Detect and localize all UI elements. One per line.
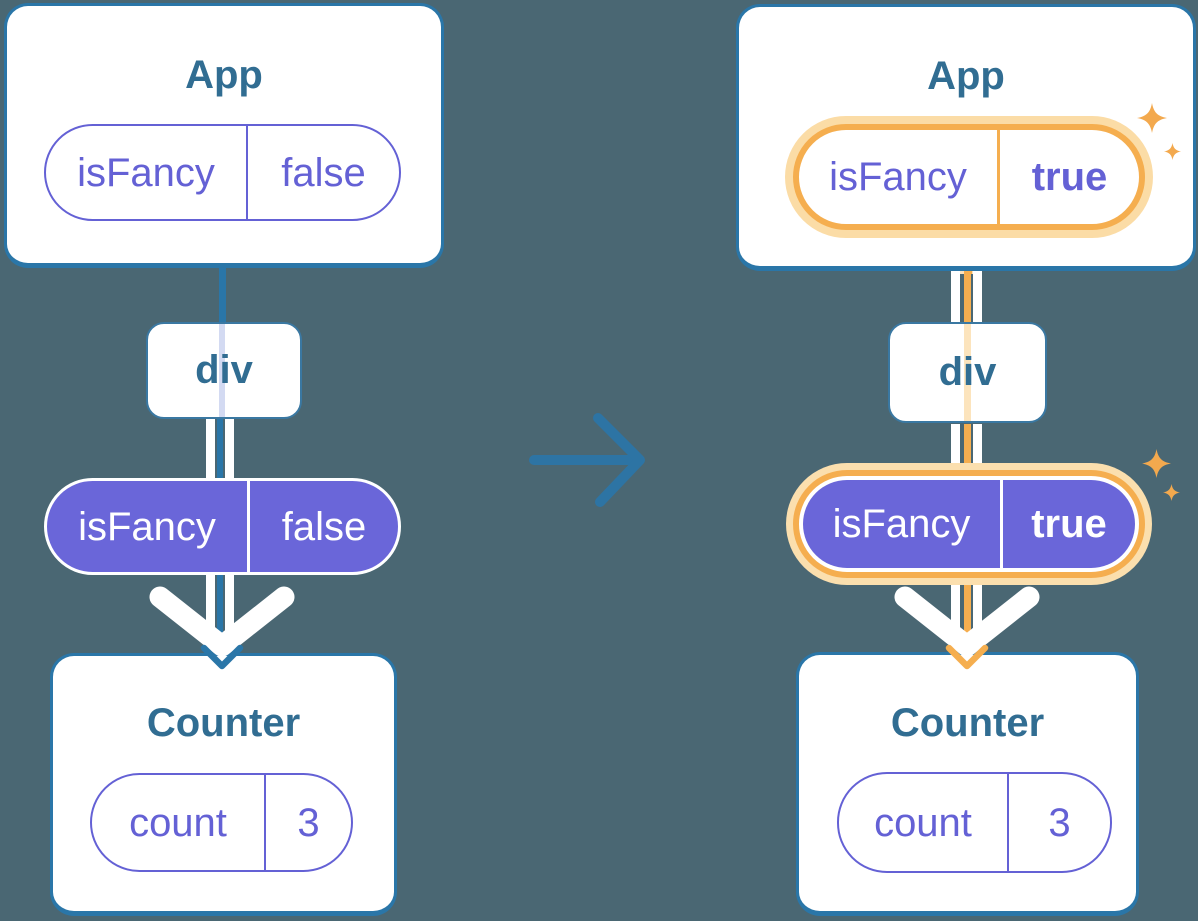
- app-prop-pill-after-highlighted: isFancy true: [793, 124, 1145, 230]
- app-prop-pill-before: isFancy false: [44, 124, 401, 221]
- state-value-label: 3: [297, 800, 320, 845]
- div-box-after: div: [888, 322, 1047, 423]
- counter-state-pill-before: count 3: [90, 773, 353, 872]
- arrow-right-icon: [529, 413, 645, 507]
- passed-prop-value: true: [1031, 502, 1107, 546]
- flow-white-line: [973, 584, 982, 643]
- flow-white-line: [225, 419, 234, 479]
- passed-prop-name: isFancy: [47, 481, 250, 572]
- passed-prop-pill-inner: isFancy true: [803, 480, 1135, 568]
- sparkle-icon: [1163, 484, 1180, 501]
- app-title-before: App: [185, 53, 263, 97]
- prop-value-label: false: [281, 150, 366, 195]
- state-name-label: count: [839, 774, 1009, 871]
- flow-white-line: [225, 573, 234, 643]
- flow-teal-line: [217, 419, 223, 479]
- prop-value-label: true: [1031, 155, 1108, 199]
- flow-orange-line: [964, 424, 971, 470]
- div-box-before: div: [146, 322, 302, 419]
- app-title-after: App: [927, 54, 1005, 98]
- flow-white-line: [951, 271, 960, 323]
- counter-title-before: Counter: [146, 701, 301, 745]
- flow-white-line: [973, 271, 982, 323]
- prop-name-label: isFancy: [46, 126, 248, 219]
- teal-arrowhead-icon: [200, 644, 244, 670]
- sparkle-icon: [1137, 103, 1167, 133]
- flow-teal-line: [217, 573, 223, 651]
- orange-arrowhead-icon: [945, 644, 989, 670]
- passed-prop-pill-after-highlighted: isFancy true: [793, 470, 1145, 578]
- big-white-chevron-icon: [894, 586, 1040, 657]
- state-name-label: count: [92, 775, 266, 870]
- counter-title-after: Counter: [890, 701, 1045, 745]
- flow-orange-line: [964, 584, 971, 651]
- big-white-chevron-icon: [149, 586, 295, 657]
- prop-flow-faint-line: [964, 324, 971, 421]
- sparkle-icon: [1164, 143, 1181, 160]
- flow-white-line: [951, 584, 960, 643]
- flow-white-line: [973, 424, 982, 470]
- passed-prop-pill-before: isFancy false: [44, 478, 401, 575]
- prop-flow-faint-line: [219, 324, 225, 417]
- div-label-after: div: [938, 350, 997, 394]
- div-label-before: div: [195, 348, 253, 392]
- state-value-label: 3: [1048, 800, 1071, 845]
- sparkle-icon: [1142, 449, 1171, 478]
- flow-white-line: [951, 424, 960, 470]
- passed-prop-value: false: [281, 504, 367, 549]
- flow-white-line: [206, 419, 215, 479]
- flow-white-line: [206, 573, 215, 643]
- connector-app-div-before: [219, 266, 226, 324]
- counter-state-pill-after: count 3: [837, 772, 1112, 873]
- prop-name-label: isFancy: [799, 130, 1000, 224]
- passed-prop-name: isFancy: [803, 480, 1003, 568]
- flow-orange-line: [964, 271, 971, 323]
